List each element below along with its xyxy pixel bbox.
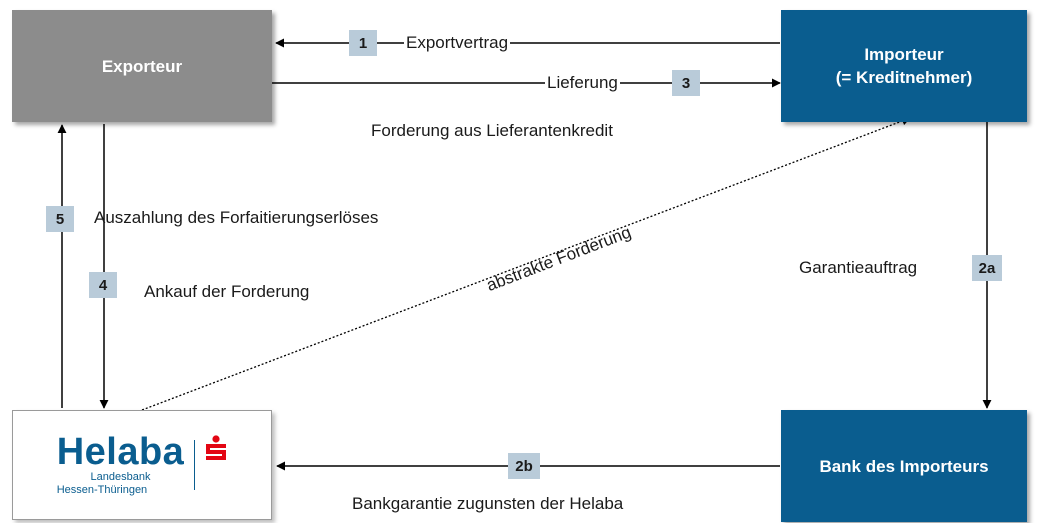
node-importeur: Importeur (= Kreditnehmer): [781, 10, 1027, 122]
importeur-sublabel: (= Kreditnehmer): [835, 68, 973, 87]
helaba-wordmark: Helaba: [56, 431, 185, 473]
node-bank-importeur: Bank des Importeurs: [781, 410, 1027, 522]
label-lieferung: Lieferung: [545, 73, 620, 93]
label-exportvertrag: Exportvertrag: [404, 33, 511, 53]
node-exporteur: Exporteur: [12, 10, 272, 122]
arrow-abstrakte-forderung: [141, 116, 911, 411]
badge-step-5: 5: [46, 206, 74, 232]
label-auszahlung: Auszahlung des Forfaitierungserlöses: [94, 208, 379, 227]
exporteur-label: Exporteur: [101, 56, 183, 76]
label-forderung-lieferantenkredit: Forderung aus Lieferantenkredit: [371, 121, 613, 140]
label-garantieauftrag: Garantieauftrag: [799, 258, 918, 277]
badge-step-2a: 2a: [972, 255, 1002, 281]
helaba-logo: Helaba Landesbank Hessen-Thüringen: [57, 433, 228, 497]
helaba-sub1: Landesbank: [90, 471, 151, 483]
label-ankauf: Ankauf der Forderung: [144, 282, 310, 301]
badge-step-4: 4: [89, 272, 117, 298]
bank-importeur-label: Bank des Importeurs: [819, 456, 989, 476]
logo-divider: [194, 440, 196, 490]
node-helaba: Helaba Landesbank Hessen-Thüringen: [12, 410, 272, 520]
importeur-label: Importeur: [864, 45, 944, 64]
badge-step-3: 3: [672, 70, 700, 96]
label-bankgarantie: Bankgarantie zugunsten der Helaba: [352, 494, 624, 513]
badge-step-2b: 2b: [508, 453, 540, 479]
sparkasse-icon: [206, 435, 227, 460]
helaba-sub2: Hessen-Thüringen: [56, 484, 148, 496]
badge-step-1: 1: [349, 30, 377, 56]
